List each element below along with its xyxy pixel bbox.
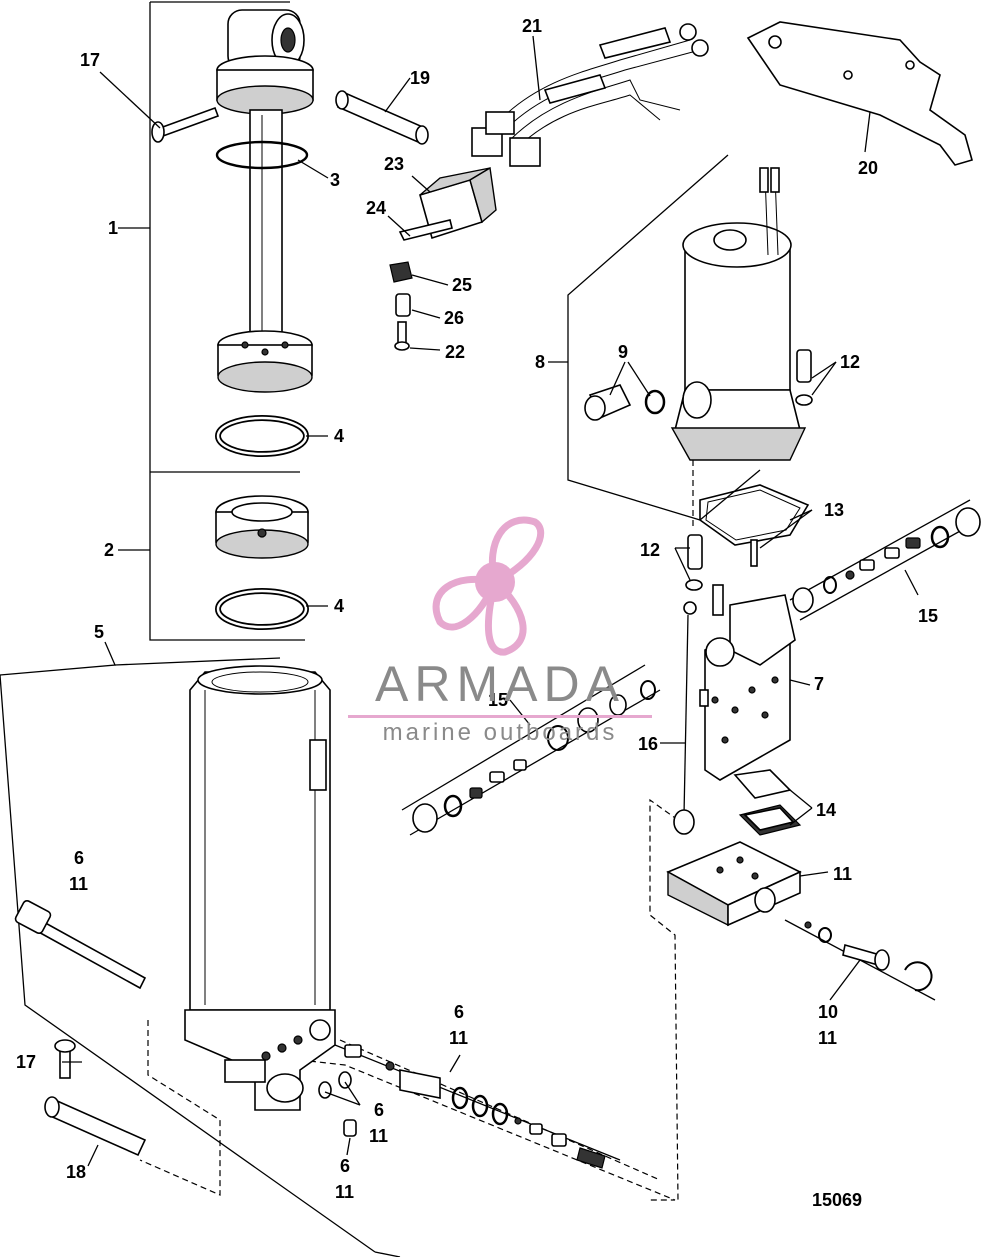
watermark: ARMADA marine outboards [340,505,660,755]
cylinder-housing [184,665,336,1111]
valve-kit-10 [784,919,936,1001]
filter-screen [733,769,802,836]
propeller-logo-icon [432,516,545,656]
callout-19: 19 [410,68,430,88]
callout-11: 11 [833,864,852,884]
callout-4: 4 [334,426,344,446]
callout-23: 23 [384,154,404,174]
figure-number: 15069 [812,1190,863,1210]
callout-6: 6 [340,1156,350,1176]
callout-6: 6 [74,848,84,868]
callout-25: 25 [452,275,472,295]
ground-strap [673,601,697,835]
leader-lines [62,35,919,1167]
pump-motor [584,167,813,461]
watermark-divider [348,715,652,718]
valve-kit-left [401,664,661,836]
callout-12: 12 [840,352,860,372]
valve-kit-right [789,499,981,621]
callout-4: 4 [334,596,344,616]
dashed-assembly-lines [139,450,694,1201]
callout-17: 17 [16,1052,36,1072]
piston-assembly [215,495,309,630]
callout-11: 11 [449,1028,468,1048]
callout-8: 8 [535,352,545,372]
callout-9: 9 [618,342,628,362]
callout-17: 17 [80,50,100,70]
bracket-lines [0,1,761,1257]
callout-3: 3 [330,170,340,190]
gasket [699,484,810,567]
callout-26: 26 [444,308,464,328]
mounting-bracket [746,21,973,166]
wiring-harness [471,23,709,167]
valve-body [685,534,796,781]
callout-6: 6 [374,1100,384,1120]
callout-6: 6 [454,1002,464,1022]
callout-13: 13 [824,500,844,520]
callout-5: 5 [94,622,104,642]
callout-16: 16 [638,734,658,754]
callout-numbers: 1 2 3 4 4 5 6 11 6 11 6 11 6 11 7 8 9 10… [16,16,938,1202]
callout-2: 2 [104,540,114,560]
watermark-brand: ARMADA [375,656,625,712]
callout-11: 11 [818,1028,837,1048]
callout-11: 11 [69,874,88,894]
callout-20: 20 [858,158,878,178]
callout-14: 14 [816,800,836,820]
callout-22: 22 [445,342,465,362]
callout-12: 12 [640,540,660,560]
callout-11: 11 [335,1182,354,1202]
valve-kit-bottom [334,1044,621,1169]
watermark-tagline: marine outboards [382,719,618,746]
callout-7: 7 [814,674,824,694]
callout-1: 1 [108,218,118,238]
callout-11: 11 [369,1126,388,1146]
relay-assembly [389,166,497,351]
trim-rod-assembly [215,9,314,457]
callout-24: 24 [366,198,386,218]
manifold [666,841,802,927]
callout-15: 15 [488,690,508,710]
pins-and-fasteners [14,90,429,1157]
callout-18: 18 [66,1162,86,1182]
callout-10: 10 [818,1002,838,1022]
callout-21: 21 [522,16,542,36]
callout-15: 15 [918,606,938,626]
